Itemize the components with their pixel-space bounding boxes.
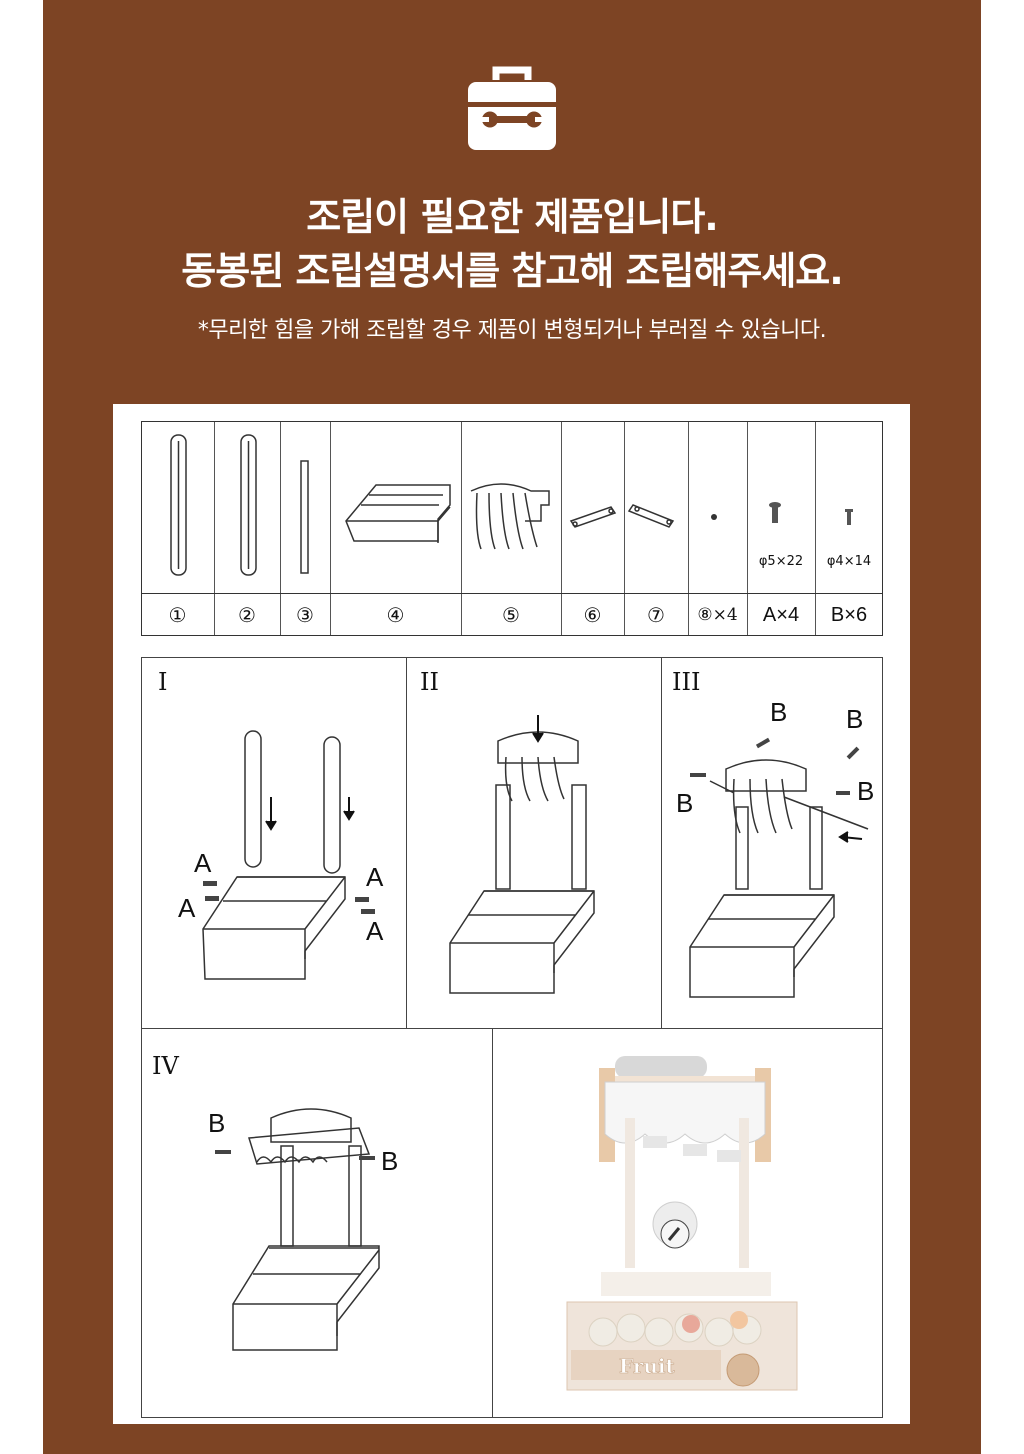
part-label-8: ⑧×4: [697, 605, 738, 625]
step-1-callout-a2: A: [178, 893, 196, 923]
parts-table: [141, 421, 883, 636]
part-label-b: B×6: [830, 604, 868, 626]
step-1-drawing: [202, 730, 375, 980]
step-1-callout-a3: A: [366, 862, 384, 892]
warning-note: *무리한 힘을 가해 조립할 경우 제품이 변형되거나 부러질 수 있습니다.: [197, 318, 827, 343]
step-1-number: I: [158, 668, 168, 696]
part-label-3: ③: [296, 603, 314, 627]
step-2-drawing: [449, 715, 595, 994]
step-4-callout-b1: B: [208, 1108, 226, 1138]
parts-drawings: [170, 434, 853, 576]
headline-line-2: 동봉된 조립설명서를 참고해 조립해주세요.: [181, 249, 843, 293]
step-1-callout-a4: A: [366, 916, 384, 946]
step-3-callout-b1: B: [770, 697, 788, 727]
step-4-number: IV: [152, 1052, 179, 1080]
step-3-drawing: [689, 737, 869, 998]
step-3-number: III: [672, 668, 701, 696]
headline-line-1: 조립이 필요한 제품입니다.: [306, 195, 718, 239]
product-sign: Fruit: [619, 1354, 676, 1378]
part-label-4: ④: [386, 603, 405, 627]
screw-b-size: φ4×14: [826, 554, 872, 569]
part-label-1: ①: [168, 603, 187, 627]
step-divider: [492, 1028, 493, 1418]
screw-a-size: φ5×22: [758, 554, 804, 569]
part-label-6: ⑥: [583, 603, 602, 627]
step-1-callout-a1: A: [194, 848, 212, 878]
step-4-drawing: [215, 1108, 380, 1351]
step-4-callout-b2: B: [381, 1146, 399, 1176]
step-3-callout-b3: B: [676, 788, 694, 818]
step-2-number: II: [420, 668, 439, 696]
step-3-callout-b4: B: [857, 776, 875, 806]
part-label-7: ⑦: [647, 603, 665, 627]
step-2-frame: [406, 657, 662, 1029]
toolbox-icon: [468, 66, 556, 150]
part-label-5: ⑤: [502, 603, 520, 627]
part-label-2: ②: [238, 603, 256, 627]
part-label-a: A×4: [762, 604, 800, 626]
steps-row-2: [141, 1028, 883, 1418]
product-photo: Fruit: [566, 1056, 798, 1391]
step-3-callout-b2: B: [846, 704, 864, 734]
